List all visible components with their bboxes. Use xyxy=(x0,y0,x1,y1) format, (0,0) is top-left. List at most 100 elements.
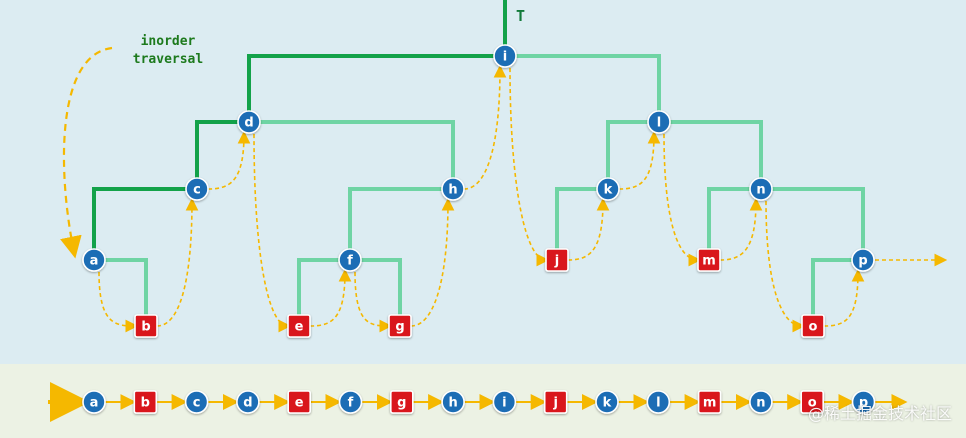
traversal-step-c-d xyxy=(207,130,251,190)
node-m: m xyxy=(697,248,721,272)
sequence-node-d-label: d xyxy=(243,396,252,411)
sequence-node-a: a xyxy=(82,390,106,414)
edge-n-p xyxy=(761,187,865,260)
watermark: @稀土掘金技术社区 xyxy=(807,404,952,423)
node-d-circle xyxy=(237,110,261,134)
node-f-label: f xyxy=(347,254,353,269)
node-g-square xyxy=(388,314,412,338)
edge-p-o xyxy=(811,258,863,326)
node-l-circle xyxy=(647,110,671,134)
sequence-node-g-label: g xyxy=(397,396,406,411)
sequence-node-o: o xyxy=(800,390,825,414)
sequence-node-p: p xyxy=(851,390,876,414)
node-f: f xyxy=(338,248,362,272)
node-b: b xyxy=(134,314,158,338)
edge-i-d xyxy=(247,54,505,122)
node-p-circle xyxy=(851,248,875,272)
sequence-node-i-label: i xyxy=(502,396,506,411)
node-d-label: d xyxy=(244,116,253,131)
node-k: k xyxy=(596,177,620,201)
node-h: h xyxy=(441,177,465,201)
node-o-label: o xyxy=(809,320,818,335)
sequence-node-d-circle xyxy=(236,390,260,414)
sequence-node-o-label: o xyxy=(808,396,817,411)
node-c-circle xyxy=(185,177,209,201)
node-n: n xyxy=(749,177,773,201)
node-i-label: i xyxy=(503,50,507,65)
sequence-node-l: l xyxy=(646,390,671,414)
node-o: o xyxy=(801,314,825,338)
sequence-node-b-square xyxy=(133,390,158,414)
traversal-step-d-e xyxy=(253,133,292,333)
sequence-node-b-label: b xyxy=(141,396,150,411)
sequence-node-j-square xyxy=(543,390,568,414)
edge-i-l xyxy=(505,54,661,122)
node-j-square xyxy=(545,248,569,272)
traversal-step-a-b xyxy=(98,271,139,333)
node-a: a xyxy=(82,248,106,272)
node-l: l xyxy=(647,110,671,134)
node-j-label: j xyxy=(554,254,559,269)
sequence-node-g: g xyxy=(389,390,414,414)
sequence-node-b: b xyxy=(133,390,158,414)
edge-d-c xyxy=(195,120,249,189)
node-o-square xyxy=(801,314,825,338)
annotation-arrow xyxy=(60,46,113,259)
traversal-step-n-o xyxy=(765,200,806,333)
sequence-node-f-label: f xyxy=(348,396,354,411)
edge-a-b xyxy=(94,258,148,326)
sequence-node-h: h xyxy=(441,390,465,414)
traversal-step-m-n xyxy=(719,197,763,261)
node-b-label: b xyxy=(141,320,150,335)
traversal-step-e-f xyxy=(309,268,352,327)
node-e: e xyxy=(287,314,311,338)
inorder-sequence: a b c d e f g h i j k l m n o p xyxy=(48,382,908,422)
sequence-node-n-label: n xyxy=(756,396,765,411)
edge-d-h xyxy=(249,120,455,189)
tree-edges xyxy=(92,54,865,326)
sequence-node-a-label: a xyxy=(90,396,99,411)
node-h-label: h xyxy=(448,183,457,198)
sequence-node-d: d xyxy=(236,390,260,414)
sequence-node-m-square xyxy=(697,390,722,414)
sequence-node-j-label: j xyxy=(552,396,557,411)
traversal-step-l-m xyxy=(663,133,702,267)
traversal-step-i-j xyxy=(509,67,550,267)
node-h-circle xyxy=(441,177,465,201)
sequence-node-e-label: e xyxy=(295,396,304,411)
sequence-node-e: e xyxy=(287,390,312,414)
sequence-node-l-label: l xyxy=(656,396,660,411)
node-e-square xyxy=(287,314,311,338)
traversal-path xyxy=(98,64,948,333)
traversal-step-h-i xyxy=(463,64,507,190)
node-g: g xyxy=(388,314,412,338)
node-a-label: a xyxy=(90,254,99,269)
traversal-step-j-k xyxy=(567,197,610,261)
node-e-label: e xyxy=(295,320,304,335)
node-d: d xyxy=(237,110,261,134)
traversal-step-b-c xyxy=(156,197,199,327)
traversal-step-g-h xyxy=(410,197,455,327)
edge-h-f xyxy=(348,187,453,260)
node-n-circle xyxy=(749,177,773,201)
sequence-node-m: m xyxy=(697,390,722,414)
traversal-step-o-p xyxy=(823,268,865,327)
node-f-circle xyxy=(338,248,362,272)
node-l-label: l xyxy=(657,116,661,131)
sequence-node-k: k xyxy=(595,390,619,414)
sequence-node-n: n xyxy=(749,390,773,414)
edge-c-a xyxy=(92,187,197,260)
annotation-line-2: traversal xyxy=(133,52,203,67)
sequence-node-c-label: c xyxy=(193,396,201,411)
sequence-node-k-label: k xyxy=(603,396,612,411)
sequence-node-i-circle xyxy=(492,390,517,414)
node-p-label: p xyxy=(858,254,867,269)
sequence-node-c-circle xyxy=(184,390,209,414)
sequence-node-h-label: h xyxy=(448,396,457,411)
tree-label: T xyxy=(516,7,525,25)
sequence-node-m-label: m xyxy=(703,396,717,411)
node-j: j xyxy=(545,248,569,272)
traversal-step-k-l xyxy=(618,130,661,190)
